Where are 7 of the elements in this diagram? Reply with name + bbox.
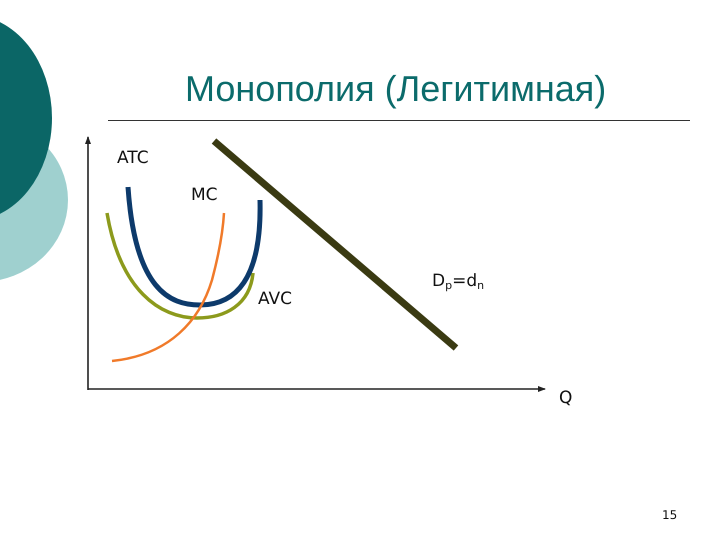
curve-label: AVC [258, 290, 292, 309]
curve-label: MC [191, 186, 218, 205]
axis-label: Q [559, 389, 572, 408]
slide-title: Монополия (Легитимная) [185, 69, 606, 109]
curve-label: D$_{p}$=d$_{n}$ [432, 272, 484, 291]
curve-label: ATC [117, 149, 149, 168]
page-number: 15 [662, 509, 678, 522]
